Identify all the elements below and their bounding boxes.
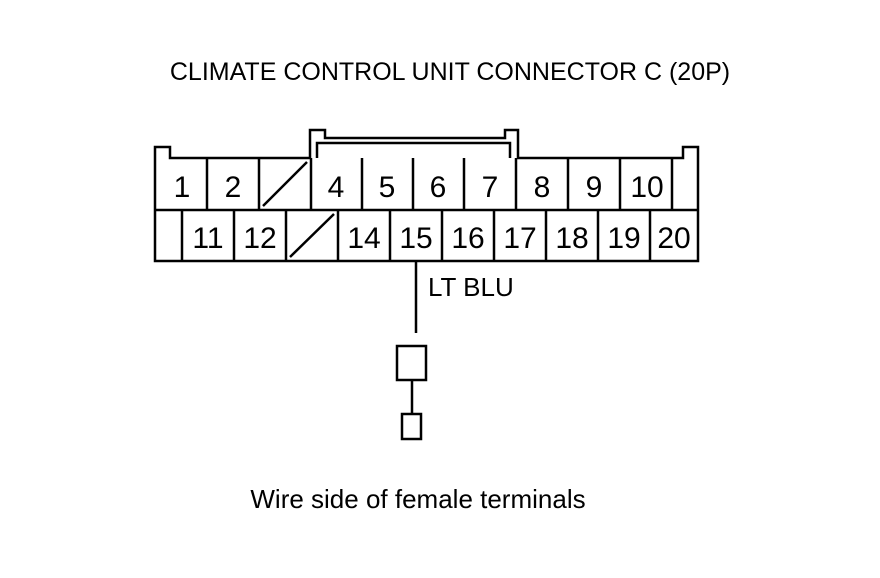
top-row-pin-labels: 1 2 4 5 6 7 8 9 10 <box>174 171 664 204</box>
title: CLIMATE CONTROL UNIT CONNECTOR C (20P) <box>169 58 731 86</box>
pin-label: 20 <box>657 222 690 255</box>
pin-label: 18 <box>555 222 588 255</box>
pin-label: 2 <box>225 171 242 204</box>
pin-label: 15 <box>399 222 432 255</box>
empty-cavity-slash-bottom <box>289 213 335 258</box>
pin-label: 17 <box>503 222 536 255</box>
pin-label: 7 <box>482 171 499 204</box>
caption: Wire side of female terminals <box>250 484 586 514</box>
pin-label: 9 <box>586 171 603 204</box>
pin-label: 8 <box>534 171 551 204</box>
bottom-row-dividers <box>180 210 652 261</box>
pin-label: 14 <box>347 222 380 255</box>
pin-label: 12 <box>243 222 276 255</box>
wire-color-label: LT BLU <box>428 272 514 302</box>
connector-housing <box>153 128 700 263</box>
top-row-dividers <box>205 158 674 210</box>
pin-label: 1 <box>174 171 191 204</box>
bottom-row-pin-labels: 11 12 14 15 16 17 18 19 20 <box>192 222 690 255</box>
pin-label: 4 <box>328 171 345 204</box>
pin-label: 16 <box>451 222 484 255</box>
pin-label: 5 <box>379 171 396 204</box>
terminal-probe-upper <box>395 344 428 382</box>
locking-tab <box>315 141 512 158</box>
pin-label: 10 <box>630 171 663 204</box>
terminal-probe-lower <box>400 412 423 441</box>
pin-label: 6 <box>430 171 447 204</box>
empty-cavity-slash-top <box>262 161 308 207</box>
pin-label: 19 <box>607 222 640 255</box>
pin-label: 11 <box>192 222 223 255</box>
